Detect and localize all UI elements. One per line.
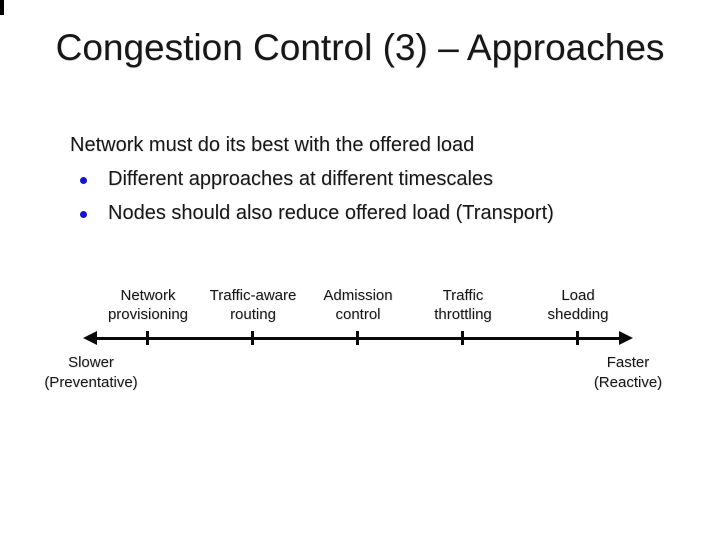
stage-label-line1: Admission — [323, 287, 393, 304]
timeline-right-end-label: Faster (Reactive) — [548, 353, 708, 393]
stage-label-line2: provisioning — [107, 306, 189, 323]
stage-label-line2: throttling — [434, 306, 492, 323]
arrow-right-icon — [619, 331, 633, 345]
bullet-dot-icon — [80, 211, 87, 218]
body-intro: Network must do its best with the offere… — [70, 134, 475, 156]
bullet-label: Nodes should also reduce offered load (T… — [108, 202, 554, 224]
stage-label-line1: Traffic — [442, 287, 484, 304]
right-end-line1: Faster — [606, 354, 650, 371]
bullet-item: Nodes should also reduce offered load (T… — [70, 202, 554, 225]
timeline-tick — [576, 331, 579, 345]
timeline-stage-label: Traffic throttling — [393, 286, 533, 324]
bullet-item: Different approaches at different timesc… — [70, 168, 493, 191]
stage-label-line2: routing — [230, 306, 276, 323]
right-end-line2: (Reactive) — [593, 374, 663, 391]
slide-corner-mark — [0, 0, 4, 15]
stage-label-line1: Traffic-aware — [209, 287, 297, 304]
left-end-line1: Slower — [68, 354, 114, 371]
timeline-stage-label: Admission control — [288, 286, 428, 324]
timeline-tick — [461, 331, 464, 345]
bullet-label: Different approaches at different timesc… — [108, 168, 494, 190]
timeline-left-end-label: Slower (Preventative) — [11, 353, 171, 393]
timeline-tick — [146, 331, 149, 345]
timeline-stage-label: Traffic-aware routing — [183, 286, 323, 324]
arrow-left-icon — [83, 331, 97, 345]
timeline-stage-label: Network provisioning — [78, 286, 218, 324]
left-end-line2: (Preventative) — [44, 374, 138, 391]
timeline-tick — [251, 331, 254, 345]
stage-label-line2: shedding — [547, 306, 609, 323]
stage-label-line1: Load — [561, 287, 595, 304]
stage-label-line1: Network — [120, 287, 176, 304]
stage-label-line2: control — [335, 306, 381, 323]
timeline-stage-label: Load shedding — [508, 286, 648, 324]
slide-title: Congestion Control (3) – Approaches — [55, 27, 665, 68]
bullet-dot-icon — [80, 177, 87, 184]
timeline-tick — [356, 331, 359, 345]
